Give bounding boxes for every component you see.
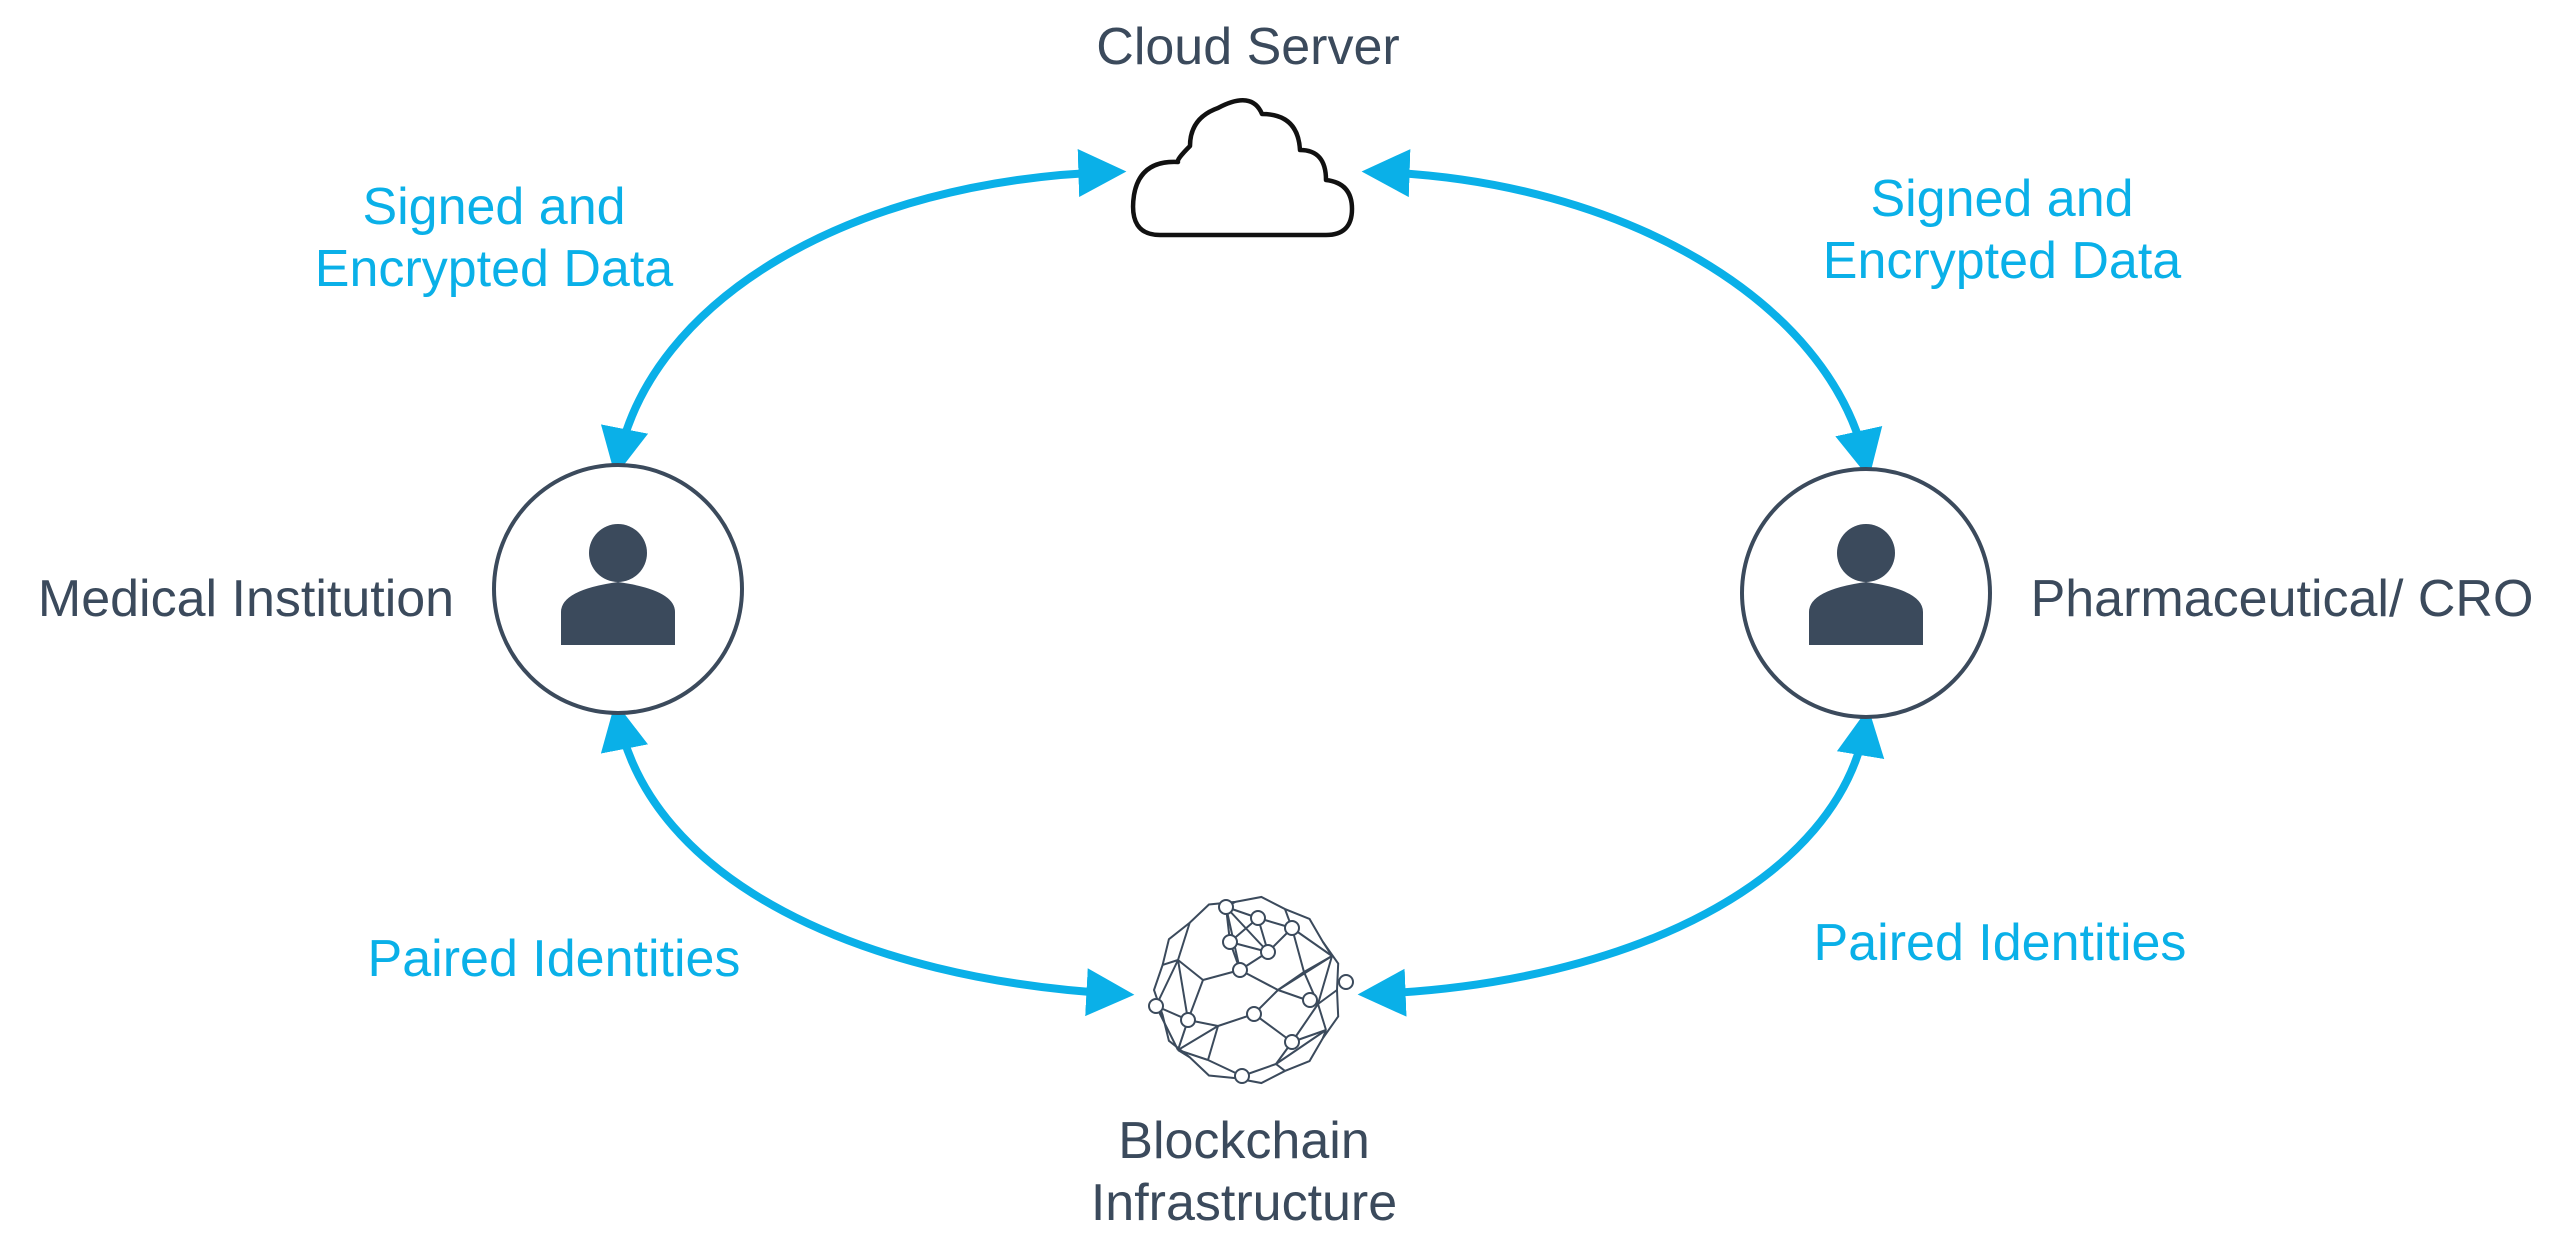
cloud-server-label: Cloud Server — [1096, 18, 1399, 76]
edge-medical-cloud — [601, 149, 1127, 477]
pharmaceutical-cro-node — [1740, 467, 1992, 719]
network-globe-icon — [1148, 895, 1354, 1085]
edge-label-medical-cloud-line1: Signed and — [362, 178, 625, 236]
edge-pharma-blockchain — [1357, 707, 1885, 1017]
edge-label-pharma-blockchain: Paired Identities — [1814, 914, 2187, 972]
edge-pharma-cloud — [1361, 149, 1883, 479]
edge-label-pharma-cloud-line1: Signed and — [1870, 170, 2133, 228]
cloud-icon — [1130, 98, 1355, 238]
edge-label-medical-blockchain: Paired Identities — [368, 930, 741, 988]
blockchain-label-line2: Infrastructure — [1091, 1174, 1397, 1232]
person-icon — [1809, 524, 1923, 645]
person-icon — [561, 524, 675, 645]
pharmaceutical-cro-label: Pharmaceutical/ CRO — [2031, 570, 2534, 628]
blockchain-label-line1: Blockchain — [1118, 1112, 1369, 1170]
medical-institution-label: Medical Institution — [38, 570, 454, 628]
edge-label-medical-cloud-line2: Encrypted Data — [315, 240, 673, 298]
edge-medical-blockchain — [600, 701, 1135, 1017]
medical-institution-node — [492, 463, 744, 715]
edge-label-pharma-cloud-line2: Encrypted Data — [1823, 232, 2181, 290]
